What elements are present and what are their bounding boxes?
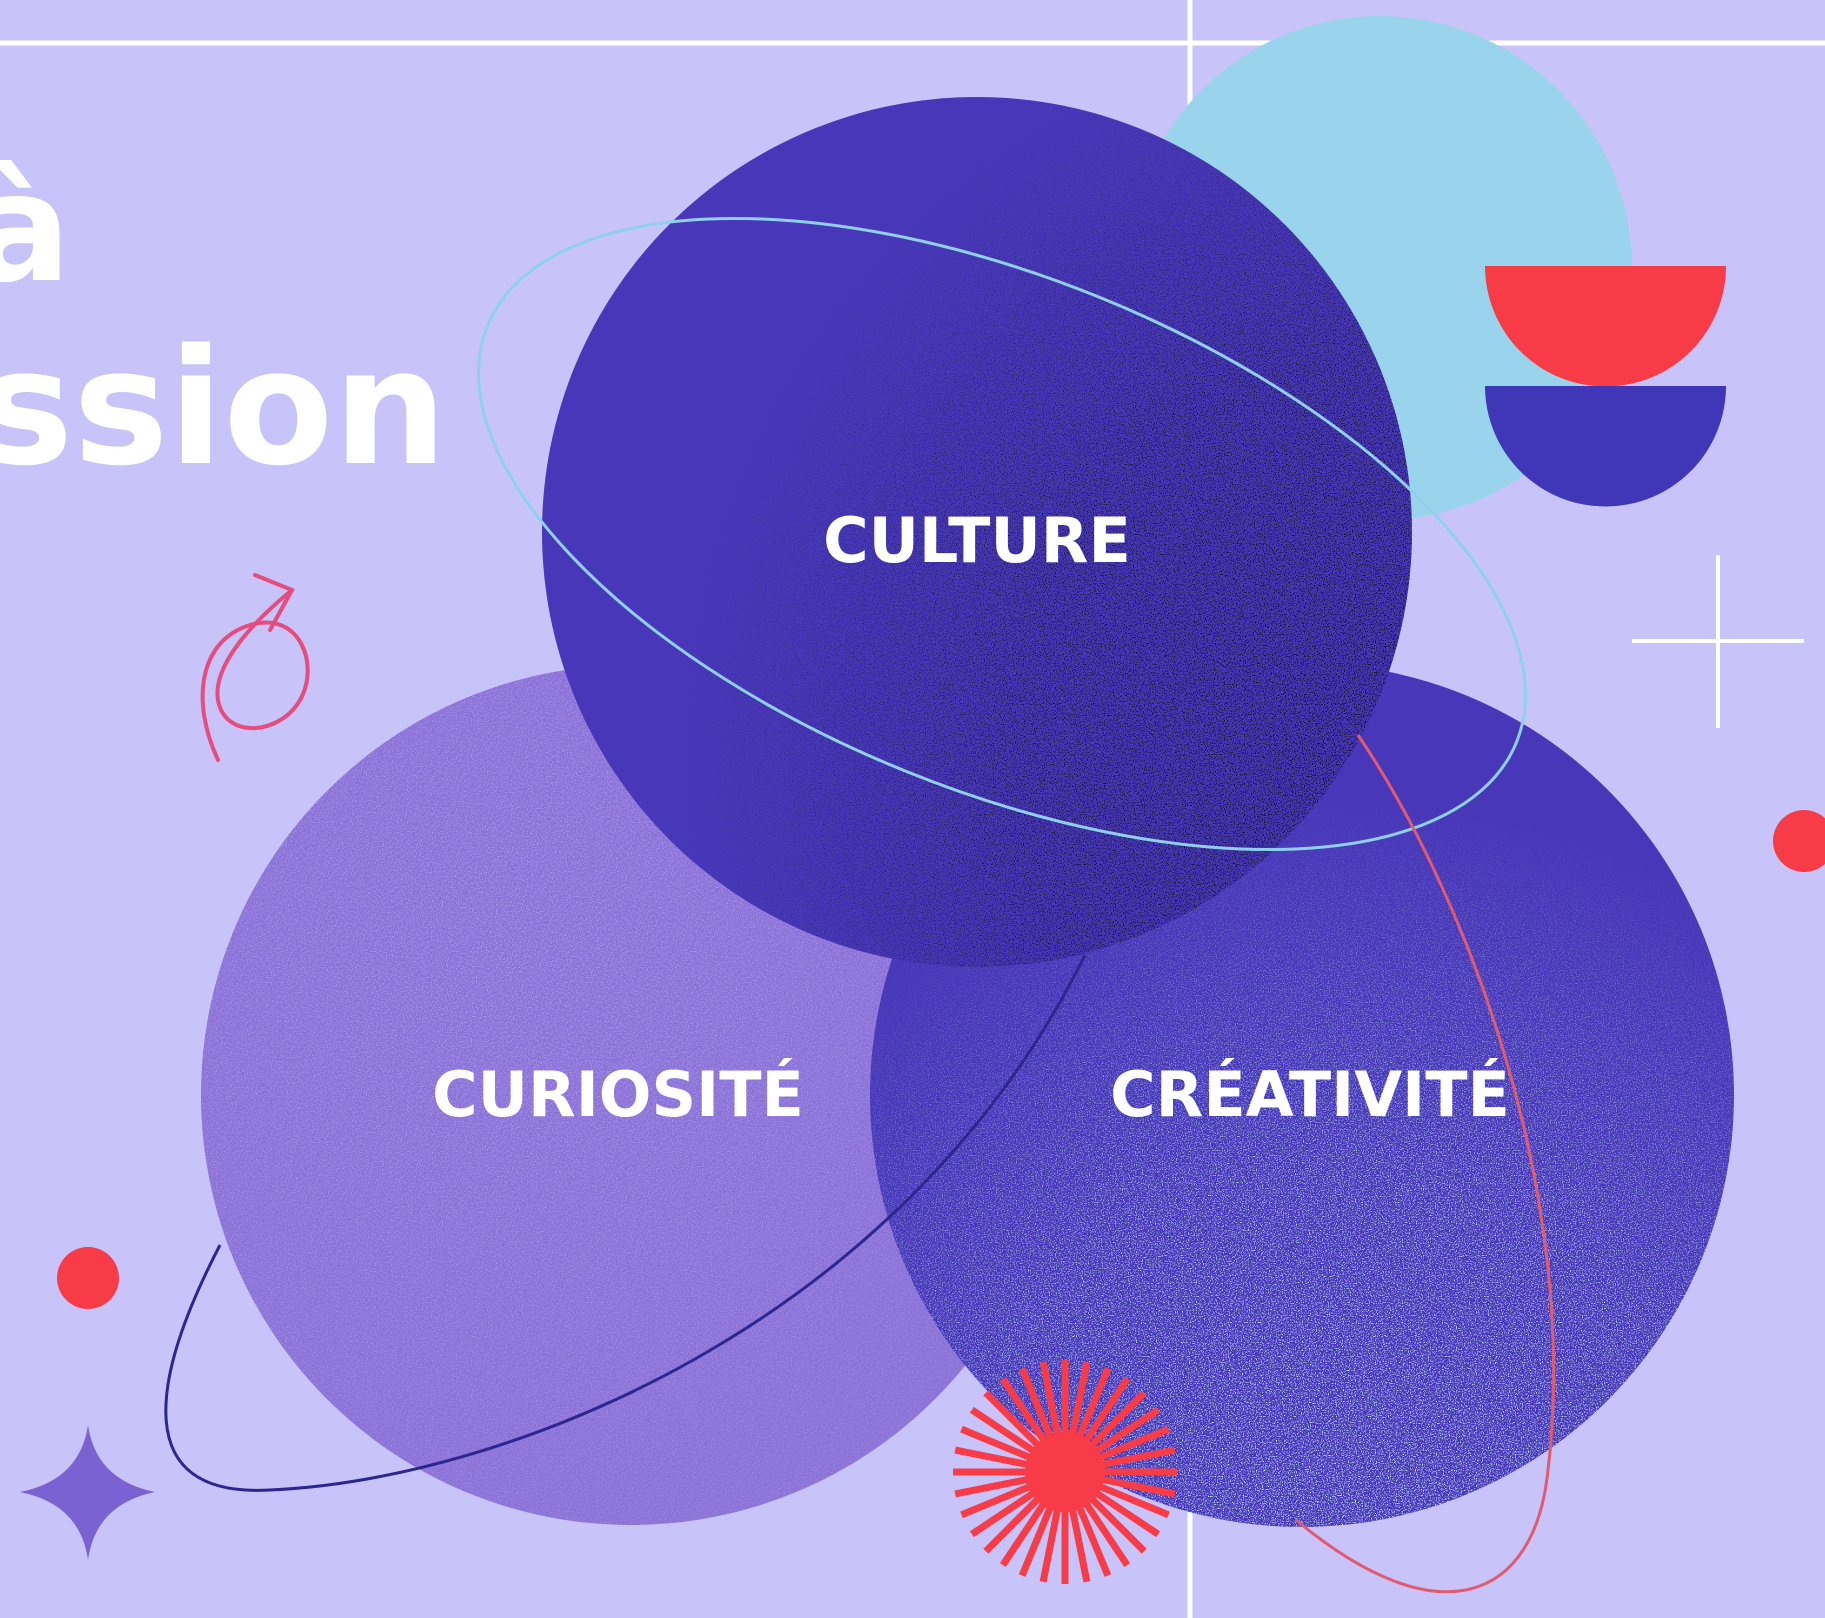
sunburst-ray xyxy=(999,1376,1053,1451)
sunburst-ray xyxy=(1067,1361,1091,1446)
sunburst-ray xyxy=(1086,1484,1161,1538)
background-text-line1: à xyxy=(0,142,71,316)
sunburst-ray xyxy=(1072,1496,1112,1577)
sunburst-ray xyxy=(954,1446,1039,1470)
red-dot-right xyxy=(1773,810,1825,872)
label-curiosite: CURIOSITÉ xyxy=(432,1058,804,1131)
sunburst-ray xyxy=(1082,1489,1147,1554)
sunburst-ray xyxy=(1086,1406,1161,1460)
sunburst-ray xyxy=(1067,1498,1091,1583)
sunburst-ray xyxy=(1039,1361,1063,1446)
sunburst-ray xyxy=(983,1390,1048,1455)
sunburst-ray xyxy=(1077,1376,1131,1451)
sunburst-ray xyxy=(1089,1425,1170,1465)
sunburst-ray xyxy=(1077,1493,1131,1568)
background-text-line2: ssion xyxy=(0,314,447,501)
sunburst-core xyxy=(1025,1432,1105,1512)
orbit-line-light-blue xyxy=(477,216,1527,852)
label-culture: CULTURE xyxy=(823,504,1131,577)
sunburst-ray xyxy=(960,1425,1041,1465)
sunburst-ray xyxy=(1039,1498,1063,1583)
sunburst-ray xyxy=(1072,1367,1112,1448)
half-disc-icon xyxy=(1485,266,1726,507)
red-dot-left xyxy=(57,1247,119,1309)
sunburst-ray xyxy=(983,1489,1048,1554)
circle-culture xyxy=(542,97,1412,967)
orbit-line-dark xyxy=(164,954,1087,1492)
sunburst-ray xyxy=(1091,1474,1176,1498)
sunburst-ray xyxy=(954,1474,1039,1498)
sunburst-ray xyxy=(999,1493,1053,1568)
sunburst-ray xyxy=(969,1484,1044,1538)
sunburst-ray xyxy=(1018,1496,1058,1577)
sunburst-ray xyxy=(1091,1446,1176,1470)
sunburst-ray xyxy=(960,1479,1041,1519)
orbit-line-red xyxy=(1295,734,1556,1594)
sunburst-ray xyxy=(1082,1390,1147,1455)
sunburst-ray xyxy=(969,1406,1044,1460)
sunburst-icon xyxy=(953,1360,1177,1584)
label-creativite: CRÉATIVITÉ xyxy=(1110,1058,1510,1131)
sparkle-star-icon xyxy=(20,1425,155,1560)
sunburst-ray xyxy=(1018,1367,1058,1448)
sunburst-ray xyxy=(1089,1479,1170,1519)
